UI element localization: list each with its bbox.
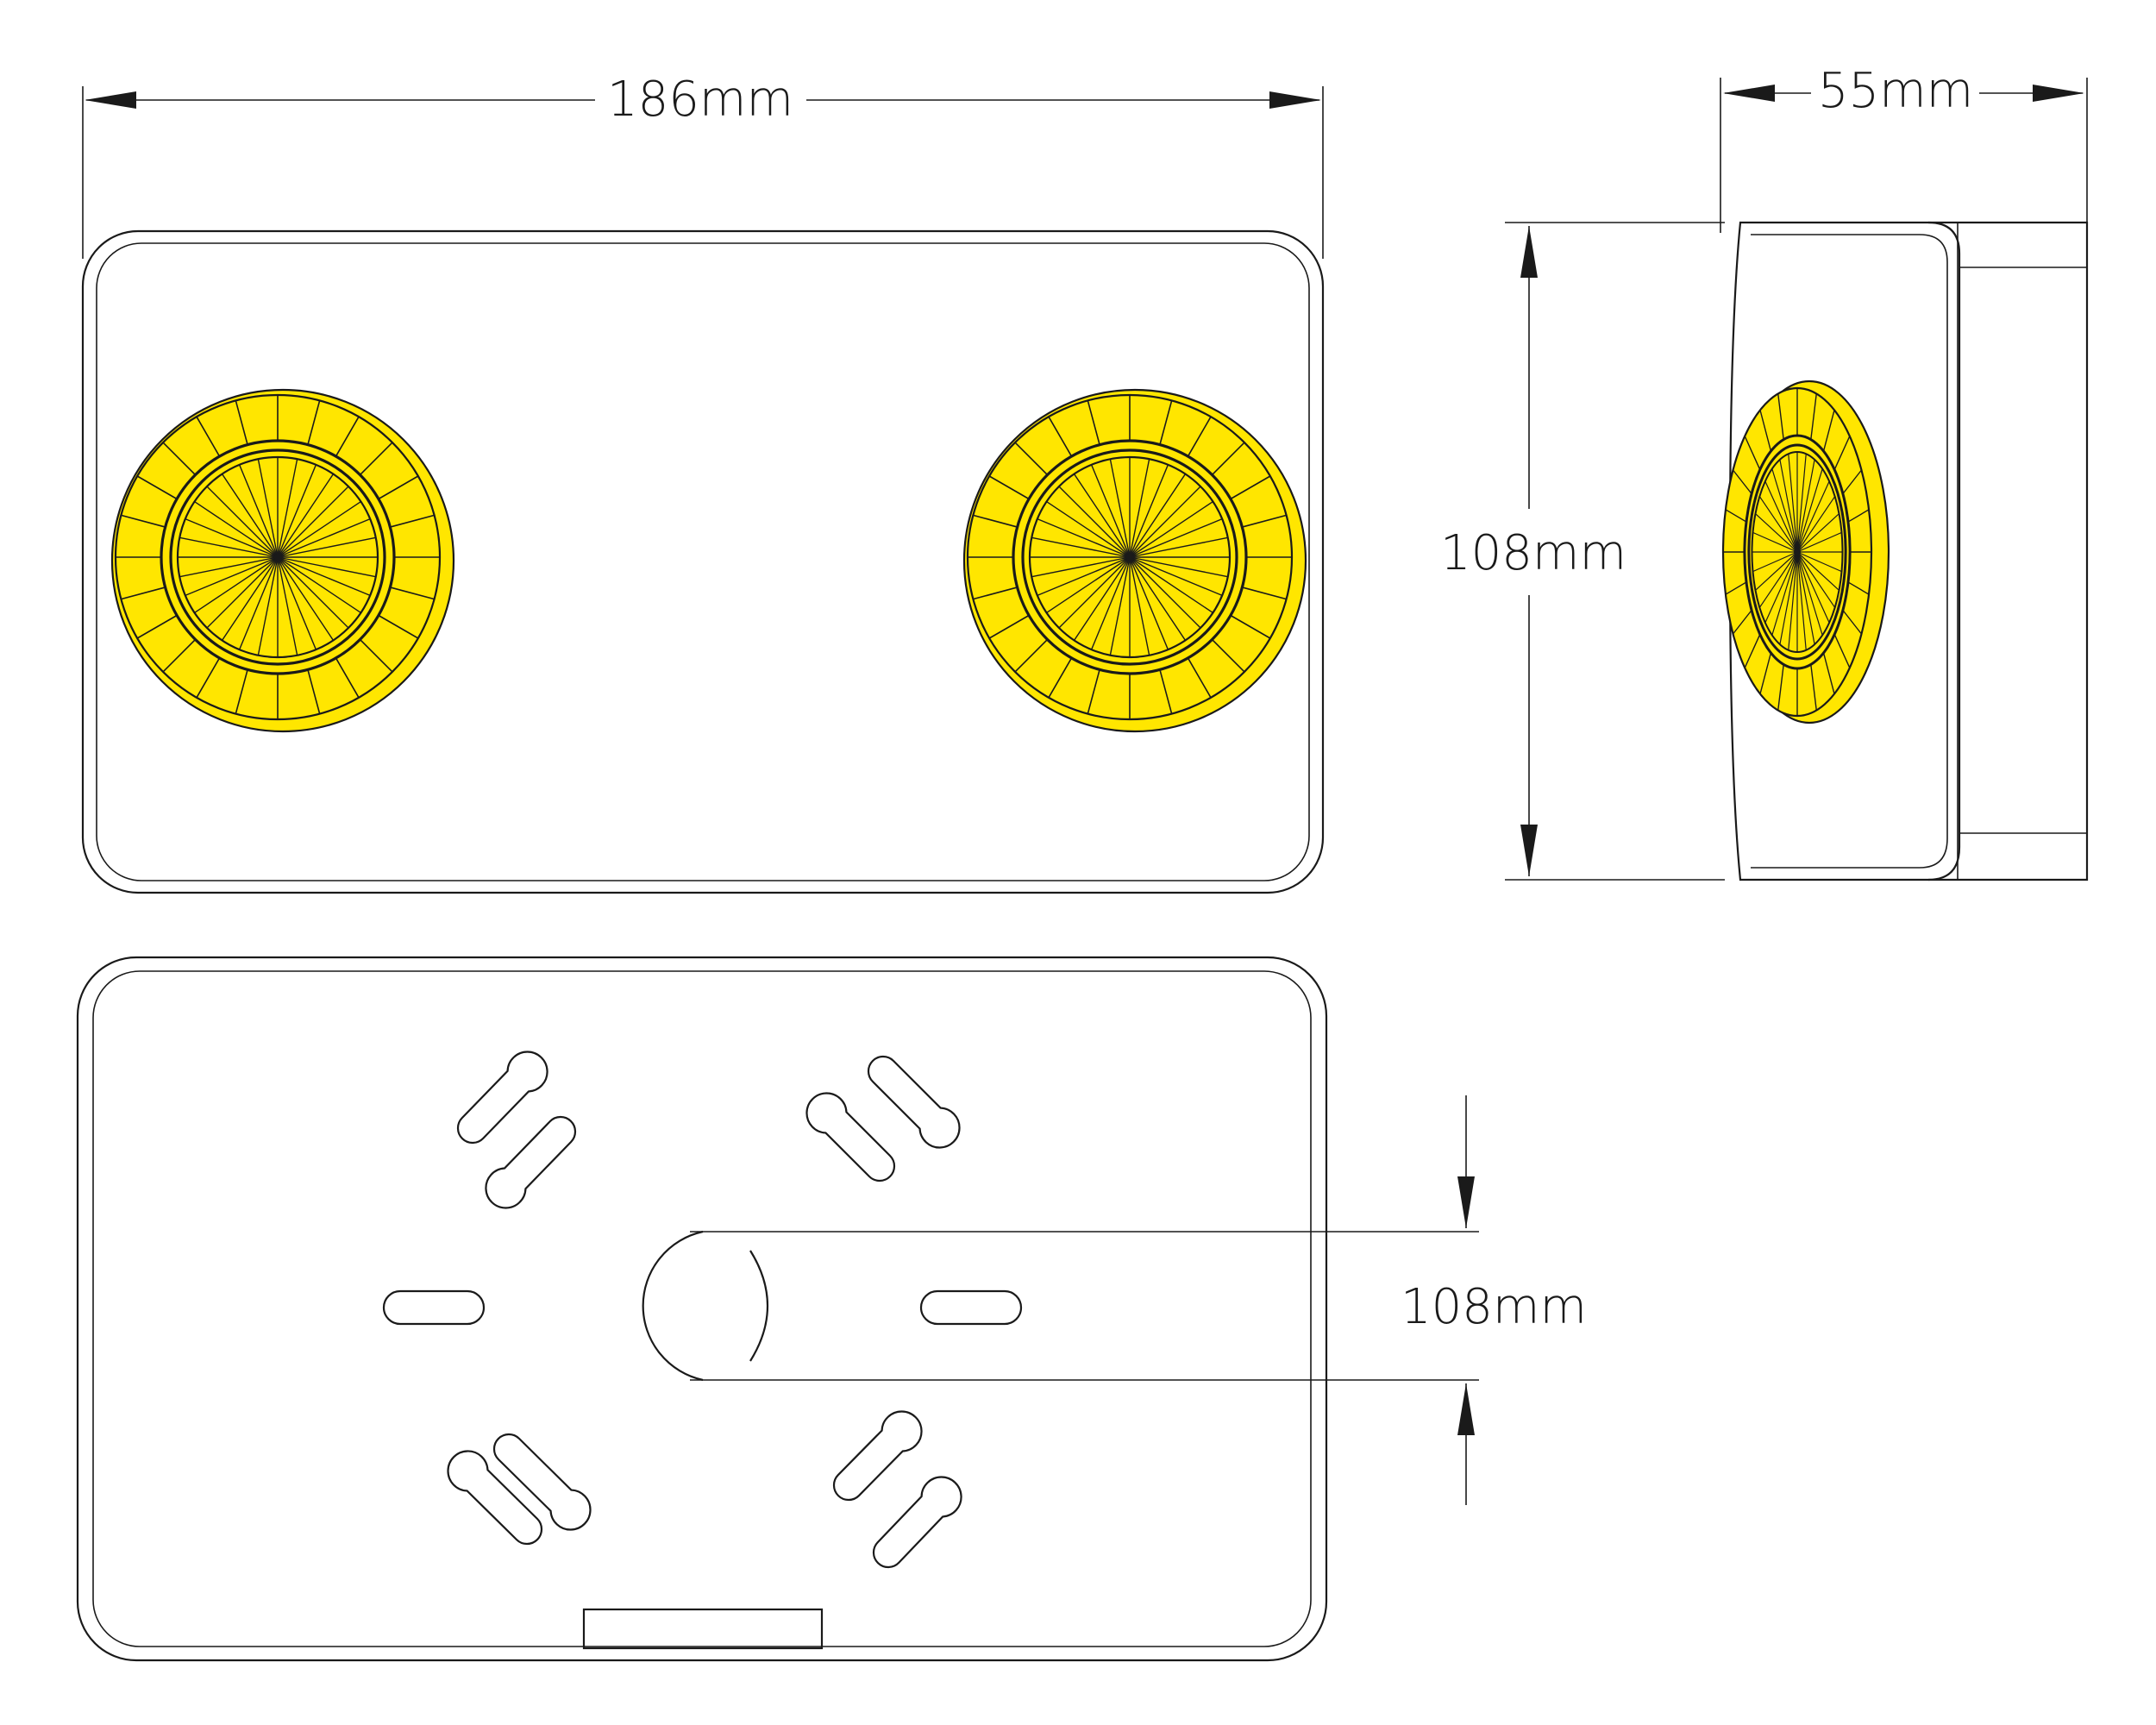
front-view (81, 229, 1325, 894)
width-dimension: 186mm (82, 72, 1324, 259)
back-plate-tab (582, 1608, 824, 1650)
mount-slot-right (919, 1289, 1023, 1326)
mount-spacing-dimension: 108mm (1401, 1095, 1587, 1505)
keyhole-slot-br-b (872, 1476, 962, 1569)
depth-arrow-right (2033, 85, 2084, 102)
back-plate-outline (76, 956, 1328, 1662)
keyhole-slot-tl-b (485, 1115, 577, 1209)
lens-right (962, 388, 1307, 733)
depth-arrow-left (1723, 85, 1775, 102)
back-plate-inner-edge (92, 970, 1312, 1647)
lens-left (110, 388, 455, 733)
depth-dimension: 55mm (1720, 63, 2088, 233)
keyhole-slot-bl-a (447, 1450, 543, 1546)
side-housing-back (1928, 221, 2089, 881)
height-arrow-top (1520, 226, 1538, 278)
side-housing-front (1728, 221, 1961, 881)
width-arrow-left (85, 91, 136, 109)
cable-entry (642, 1230, 704, 1382)
front-housing-inner-edge (96, 242, 1310, 881)
depth-label: 55mm (1818, 63, 1973, 119)
mount-slot-left (382, 1289, 486, 1326)
keyhole-slot-tr-b (867, 1055, 961, 1149)
mount-arrow-bottom (1457, 1383, 1475, 1435)
keyhole-slot-br-a (832, 1410, 923, 1502)
keyhole-slots (447, 1051, 962, 1569)
width-arrow-right (1269, 91, 1321, 109)
width-label: 186mm (607, 72, 793, 128)
keyhole-slot-tr-a (805, 1092, 896, 1182)
mount-spacing-label: 108mm (1401, 1279, 1587, 1335)
back-view (76, 956, 1479, 1662)
side-view (1721, 221, 2089, 881)
height-dimension: 108mm (1440, 222, 1725, 881)
height-label: 108mm (1440, 525, 1626, 581)
keyhole-slot-bl-b (492, 1433, 592, 1531)
mount-arrow-top (1457, 1176, 1475, 1228)
keyhole-slot-tl-a (456, 1051, 548, 1145)
lens-center (1126, 554, 1133, 561)
lens-center (274, 554, 281, 561)
height-arrow-bottom (1520, 825, 1538, 876)
lens-side (1721, 380, 1890, 724)
